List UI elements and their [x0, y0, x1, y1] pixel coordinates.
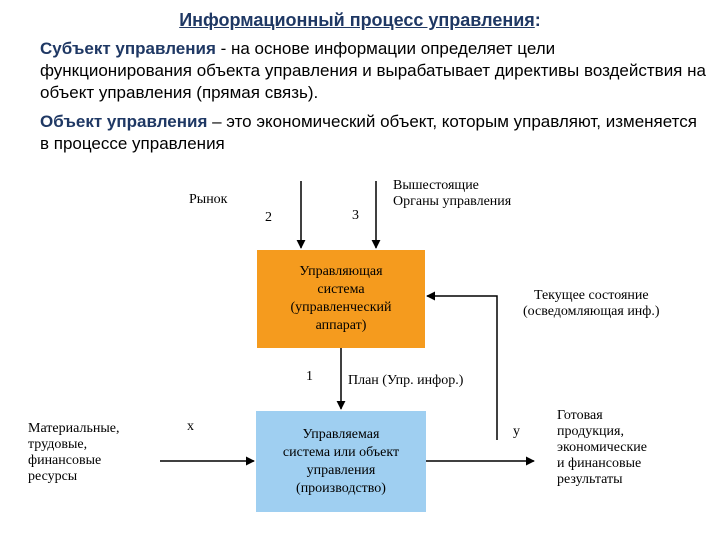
object-definition: Объект управления – это экономический об… [40, 111, 710, 155]
output-y-label: у [513, 424, 520, 439]
title-suffix: : [534, 10, 541, 30]
current-state-label: Текущее состояние (осведомляющая инф.) [523, 288, 660, 319]
title-text: Информационный процесс управления [179, 10, 535, 30]
feedback-arrow [426, 291, 498, 440]
subject-text: - на основе информации определяет цели ф… [40, 39, 706, 102]
number-2-label: 2 [265, 210, 272, 225]
subject-term: Субъект управления [40, 39, 216, 58]
subject-definition: Субъект управления - на основе информаци… [40, 38, 710, 104]
input-x-label: х [187, 419, 194, 434]
number-3-label: 3 [352, 208, 359, 223]
object-text: – это экономический объект, которым упра… [40, 112, 697, 153]
number-1-label: 1 [306, 369, 313, 384]
control-system-box: Управляющая система (управленческий аппа… [257, 250, 425, 348]
market-label: Рынок [189, 192, 228, 207]
page-title: Информационный процесс управления: [0, 10, 720, 31]
object-term: Объект управления [40, 112, 208, 131]
plan-label: План (Упр. инфор.) [348, 373, 464, 388]
higher-bodies-label: Вышестоящие Органы управления [393, 178, 512, 209]
results-label: Готовая продукция, экономические и финан… [557, 408, 648, 487]
resources-label: Материальные, трудовые, финансовые ресур… [28, 421, 120, 484]
managed-system-box: Управляемая система или объект управлени… [256, 411, 426, 512]
